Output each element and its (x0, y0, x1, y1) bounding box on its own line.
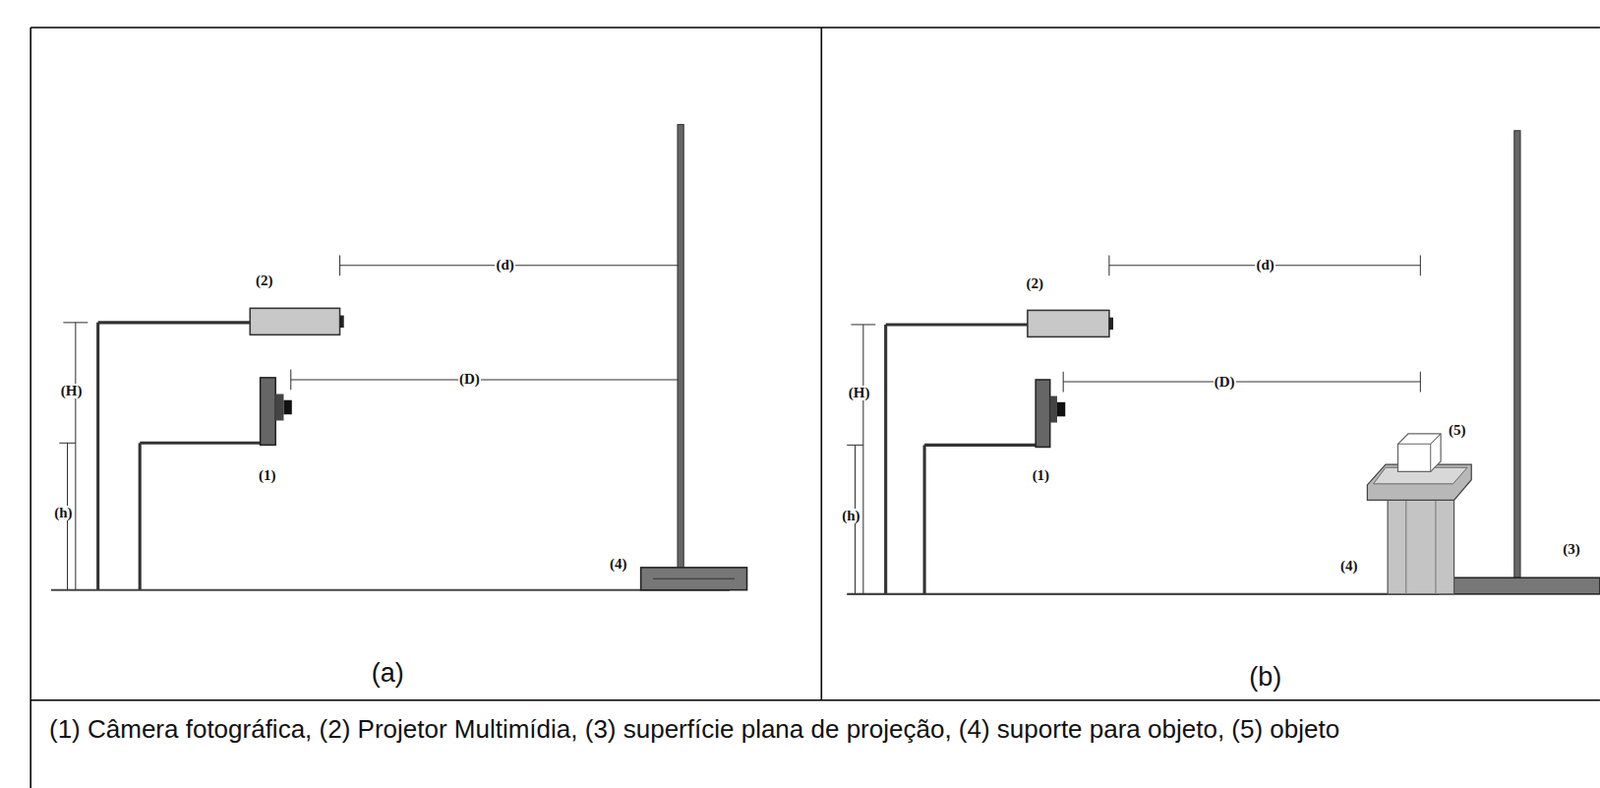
callout-number: (4) (608, 556, 629, 572)
dimension-label: (D) (1213, 374, 1237, 390)
dimension-label: (d) (494, 257, 515, 273)
callout-number: (2) (1024, 276, 1045, 292)
dimension-label: (H) (847, 385, 872, 401)
callout-number: (5) (1447, 422, 1468, 438)
panel-label: (b) (1248, 663, 1282, 691)
dimension-label: (D) (458, 371, 481, 387)
dimension-label: (H) (59, 383, 84, 399)
panel-label: (a) (371, 659, 405, 687)
figure-caption: (1) Câmera fotográfica, (2) Projetor Mul… (49, 713, 1584, 745)
callout-number: (1) (257, 468, 278, 483)
dimension-label: (h) (840, 508, 861, 524)
dimension-label: (d) (1254, 257, 1275, 273)
panel-a-drawing (51, 124, 748, 591)
callout-number: (1) (1031, 468, 1052, 483)
callout-number: (4) (1339, 558, 1360, 574)
dimension-label: (h) (53, 505, 73, 521)
callout-number: (3) (1561, 541, 1582, 557)
callout-number: (2) (254, 273, 275, 289)
panel-b-drawing (846, 130, 1600, 594)
